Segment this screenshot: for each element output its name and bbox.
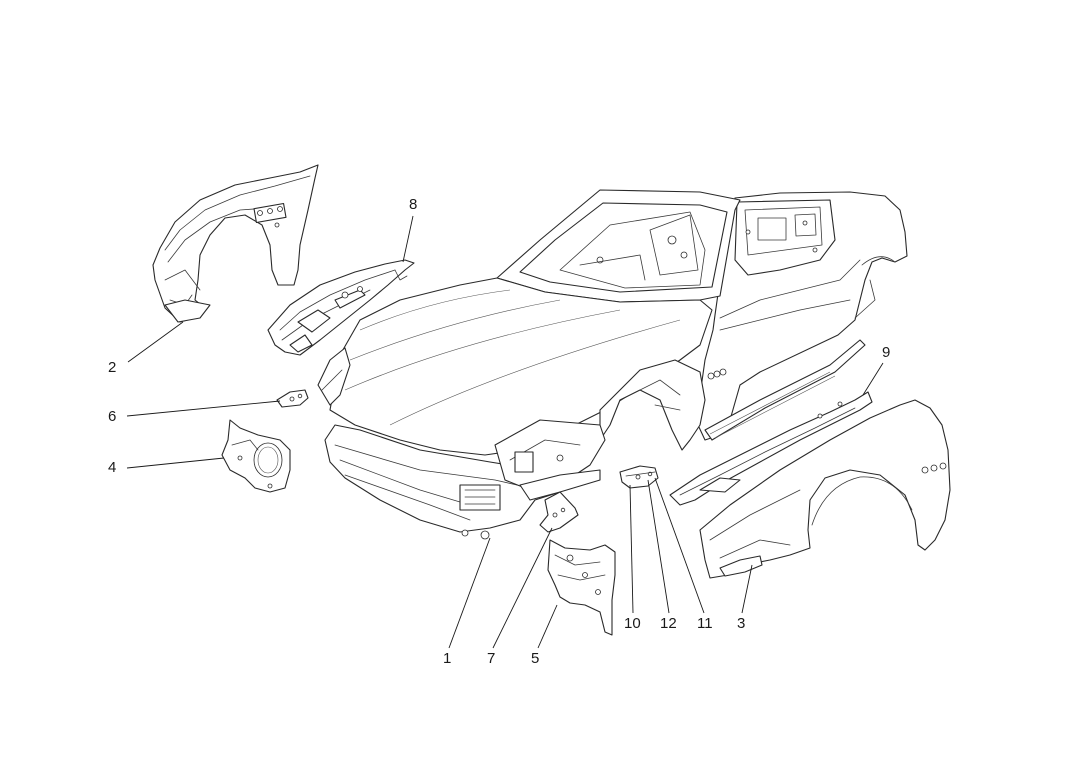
leader-1 [448, 537, 491, 649]
callout-5: 5 [531, 650, 539, 667]
front-inner-wheelhouse-left [152, 164, 319, 323]
leader-3 [741, 564, 753, 614]
callout-3: 3 [737, 615, 745, 632]
callout-10: 10 [624, 615, 641, 632]
side-bracket-4 [221, 419, 291, 493]
leader-5 [537, 604, 558, 649]
leader-4 [126, 457, 225, 469]
front-upper-panel [267, 259, 415, 356]
small-bracket-7 [539, 491, 579, 533]
callout-12: 12 [660, 615, 677, 632]
leader-11 [654, 477, 705, 614]
callout-1: 1 [443, 650, 451, 667]
leader-9 [862, 362, 884, 396]
leader-12 [647, 479, 670, 614]
longitudinal-panel-9 [669, 391, 873, 506]
callout-6: 6 [108, 408, 116, 425]
leader-10 [629, 484, 634, 614]
leader-6 [126, 400, 281, 417]
front-fender-right [699, 399, 951, 579]
lower-shield-5 [547, 539, 616, 636]
callout-9: 9 [882, 344, 890, 361]
small-bracket-6 [276, 389, 309, 408]
bracket-10-11-12 [619, 465, 659, 489]
callout-4: 4 [108, 459, 116, 476]
leader-2 [127, 321, 184, 363]
callout-8: 8 [409, 196, 417, 213]
callout-11: 11 [697, 615, 713, 632]
leader-7 [492, 527, 553, 649]
car-body-shell [317, 189, 908, 540]
callout-labels: 1 2 3 4 5 6 7 8 9 10 11 12 [108, 196, 890, 667]
callout-7: 7 [487, 650, 495, 667]
leader-lines [126, 215, 884, 649]
leader-8 [402, 215, 414, 263]
callout-2: 2 [108, 359, 116, 376]
